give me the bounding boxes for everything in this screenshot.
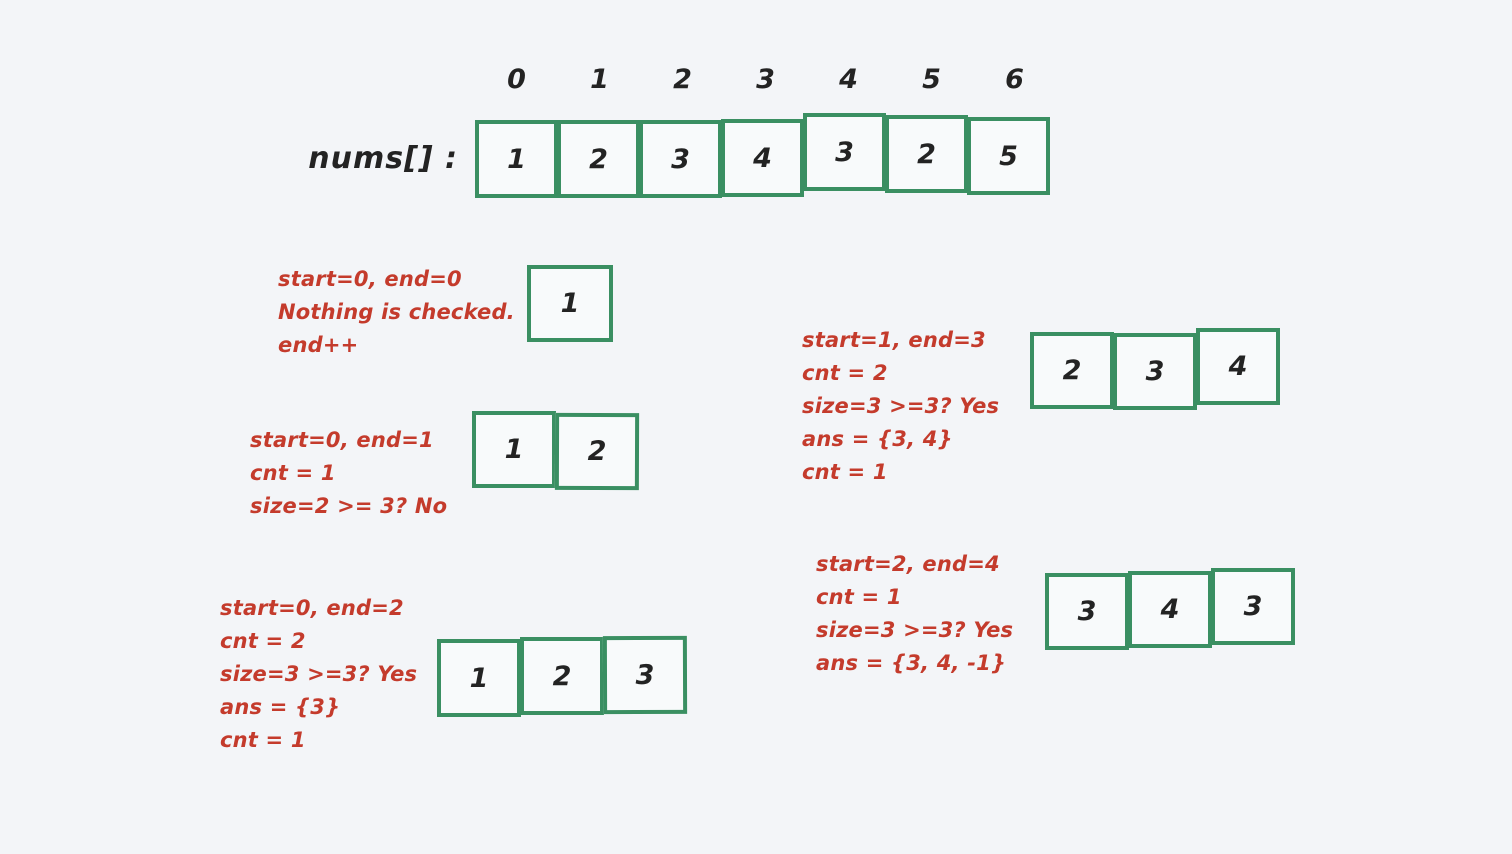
note-line: start=0, end=0 <box>278 267 462 291</box>
cell-value: 1 <box>560 288 580 319</box>
cell-value: 3 <box>671 143 690 175</box>
note-line: cnt = 2 <box>802 361 888 385</box>
cell-value: 2 <box>1062 355 1082 386</box>
note-line: end++ <box>278 333 359 357</box>
window-cell: 2 <box>520 637 604 715</box>
nums-array-cells: 1 2 3 4 3 2 5 <box>475 113 1050 198</box>
window-cell: 1 <box>527 265 613 342</box>
note-line: start=1, end=3 <box>802 328 986 352</box>
array-cell: 5 <box>967 117 1050 195</box>
step5-window-cells: 3 4 3 <box>1045 568 1295 650</box>
note-line: size=3 >=3? Yes <box>802 394 1000 418</box>
cell-value: 3 <box>835 136 854 168</box>
cell-value: 4 <box>753 142 772 174</box>
array-cell: 2 <box>885 115 968 193</box>
cell-value: 2 <box>589 143 608 175</box>
window-cell: 3 <box>1113 333 1197 410</box>
cell-value: 2 <box>552 660 572 692</box>
note-line: size=3 >=3? Yes <box>220 662 418 686</box>
note-line: ans = {3, 4} <box>802 427 953 451</box>
index-label: 4 <box>839 64 858 95</box>
note-line: cnt = 1 <box>250 461 336 485</box>
index-label: 0 <box>507 64 526 95</box>
window-cell: 3 <box>1045 573 1129 650</box>
cell-value: 3 <box>1077 596 1097 627</box>
window-cell: 3 <box>602 635 688 715</box>
step4-note: start=1, end=3 cnt = 2 size=3 >=3? Yes a… <box>802 324 999 489</box>
cell-value: 3 <box>635 659 655 691</box>
step3-window-cells: 1 2 3 <box>437 635 688 717</box>
index-label: 5 <box>922 64 941 95</box>
cell-value: 1 <box>469 662 489 694</box>
note-line: cnt = 1 <box>802 460 888 484</box>
window-cell: 3 <box>1211 568 1295 645</box>
index-label: 1 <box>590 64 609 95</box>
cell-value: 4 <box>1228 351 1248 382</box>
note-line: ans = {3, 4, -1} <box>816 651 1007 675</box>
note-line: size=3 >=3? Yes <box>816 618 1014 642</box>
cell-value: 4 <box>1160 594 1180 625</box>
step2-window-cells: 1 2 <box>472 411 640 491</box>
index-label: 3 <box>756 64 775 95</box>
cell-value: 5 <box>999 140 1018 172</box>
index-label: 6 <box>1005 64 1024 95</box>
window-cell: 1 <box>437 639 521 717</box>
array-cell: 1 <box>475 120 558 198</box>
step1-window-cells: 1 <box>527 265 613 342</box>
step4-window-cells: 2 3 4 <box>1030 328 1280 410</box>
window-cell: 4 <box>1196 328 1280 405</box>
note-line: cnt = 2 <box>220 629 306 653</box>
array-cell: 3 <box>639 120 722 198</box>
step2-note: start=0, end=1 cnt = 1 size=2 >= 3? No <box>250 424 447 523</box>
note-line: Nothing is checked. <box>278 300 515 324</box>
note-line: start=0, end=1 <box>250 428 434 452</box>
cell-value: 3 <box>1243 591 1263 622</box>
array-cell: 3 <box>803 113 886 191</box>
note-line: size=2 >= 3? No <box>250 494 448 518</box>
step3-note: start=0, end=2 cnt = 2 size=3 >=3? Yes a… <box>220 592 417 757</box>
window-cell: 2 <box>554 412 640 491</box>
array-cell: 4 <box>721 119 804 197</box>
array-label: nums[] : <box>308 141 458 176</box>
note-line: start=2, end=4 <box>816 552 1000 576</box>
array-cell: 2 <box>557 120 640 198</box>
step5-note: start=2, end=4 cnt = 1 size=3 >=3? Yes a… <box>816 548 1013 680</box>
note-line: ans = {3} <box>220 695 341 719</box>
index-label: 2 <box>673 64 692 95</box>
note-line: start=0, end=2 <box>220 596 404 620</box>
cell-value: 1 <box>507 143 526 175</box>
index-row: 0 1 2 3 4 5 6 <box>475 64 1056 95</box>
cell-value: 2 <box>587 435 607 468</box>
note-line: cnt = 1 <box>220 728 306 752</box>
step1-note: start=0, end=0 Nothing is checked. end++ <box>278 263 515 362</box>
window-cell: 2 <box>1030 332 1114 409</box>
window-cell: 1 <box>472 411 556 488</box>
cell-value: 2 <box>917 138 936 170</box>
cell-value: 3 <box>1145 356 1165 387</box>
note-line: cnt = 1 <box>816 585 902 609</box>
cell-value: 1 <box>504 434 524 465</box>
window-cell: 4 <box>1128 571 1212 648</box>
